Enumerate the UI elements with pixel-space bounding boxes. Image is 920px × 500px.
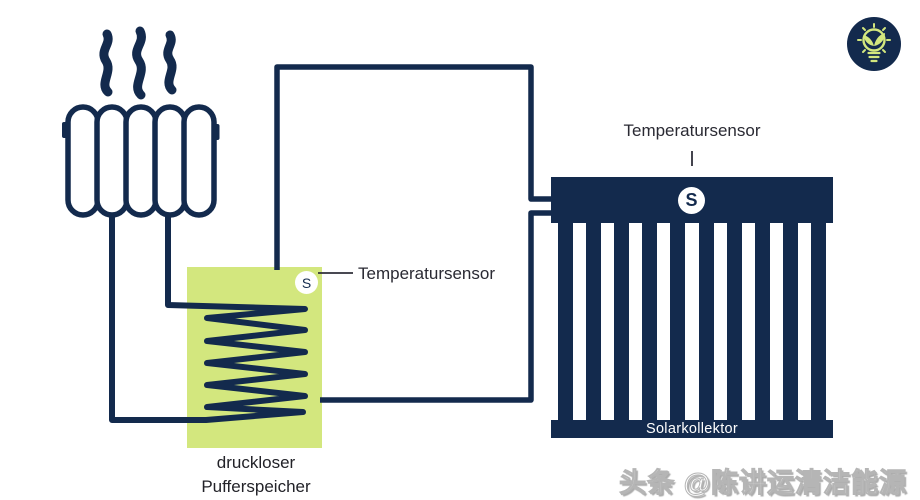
brand-lightbulb-icon	[847, 17, 901, 71]
collector-sensor-badge: S	[678, 187, 705, 214]
collector-tube	[642, 223, 658, 420]
bulb-leaves	[864, 33, 885, 46]
collector-tube	[726, 223, 742, 420]
solar-return-pipe	[320, 210, 553, 403]
solar-collector: Solarkollektor	[551, 177, 833, 438]
radiator-segment	[94, 104, 130, 218]
collector-tube	[670, 223, 686, 420]
collector-tube	[558, 223, 573, 420]
bulb-base	[867, 51, 881, 63]
collector-tubes	[551, 223, 833, 420]
tank-sensor-label: Temperatursensor	[358, 264, 496, 283]
radiator-segment	[181, 104, 217, 218]
heat-wave	[99, 29, 113, 97]
radiator-segment	[123, 104, 159, 218]
tank-sensor-symbol: S	[301, 274, 312, 291]
tank-caption: druckloser Pufferspeicher	[151, 451, 361, 498]
heat-wave	[132, 26, 146, 100]
bulb-rays	[857, 23, 891, 53]
collector-tube	[698, 223, 714, 420]
collector-tube	[810, 223, 826, 420]
radiator-segment	[65, 104, 101, 218]
heat-wave	[163, 30, 177, 95]
heat-waves-icon	[99, 26, 177, 100]
buffer-tank	[187, 267, 322, 448]
collector-sensor-label: Temperatursensor	[623, 121, 761, 140]
watermark-text: 头条 @陈讲运清洁能源	[619, 468, 907, 499]
tank-caption-line1: druckloser	[216, 453, 296, 472]
collector-tube	[754, 223, 770, 420]
tank-sensor-badge: S	[295, 271, 318, 294]
collector-sensor-symbol: S	[685, 190, 698, 210]
collector-caption: Solarkollektor	[551, 420, 833, 438]
radiator-valve-right	[213, 124, 220, 140]
bulb-outline	[862, 28, 886, 52]
collector-tube	[614, 223, 630, 420]
collector-tube	[586, 223, 602, 420]
collector-tube	[782, 223, 798, 420]
radiator-segment	[152, 104, 188, 218]
radiator-valve-left	[62, 122, 68, 138]
solar-supply-pipe	[274, 64, 553, 270]
logo-circle	[847, 17, 901, 71]
radiator-icon	[62, 104, 220, 218]
tank-caption-line2: Pufferspeicher	[201, 476, 311, 496]
